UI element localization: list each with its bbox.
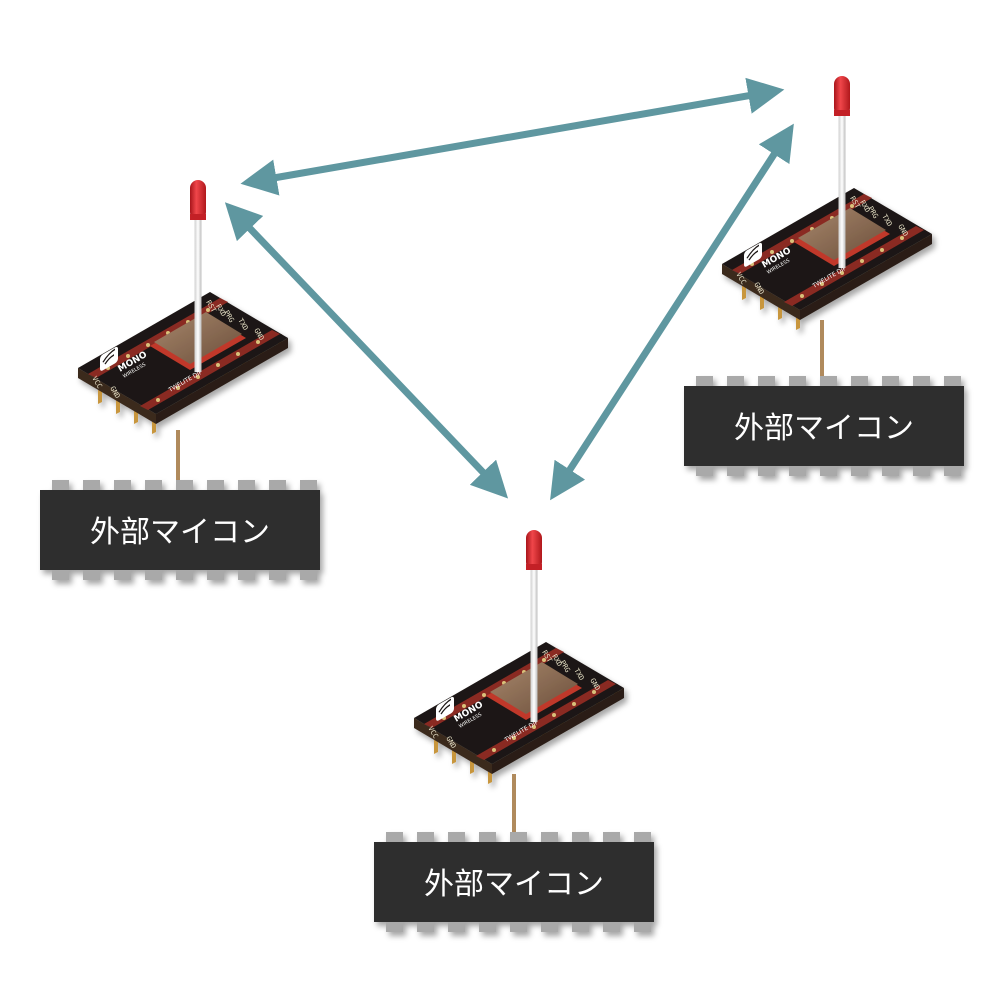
mcu-chip: 外部マイコン: [40, 480, 320, 580]
node-right: MONO WIRELESS TWELITE DIP RST PRG RXD TX…: [684, 76, 964, 476]
twelite-module: MONO WIRELESS TWELITE DIP RST PRG RXD TX…: [413, 641, 625, 785]
links: [224, 77, 794, 501]
link-left-bottom: [224, 202, 509, 499]
mcu-chip: 外部マイコン: [684, 376, 964, 476]
node-bottom: MONO WIRELESS TWELITE DIP RST PRG RXD TX…: [374, 530, 654, 932]
node-left: MONO WIRELESS TWELITE DIP RST PRG RXD TX…: [40, 180, 320, 580]
link-left-right: [240, 77, 785, 196]
mcu-label: 外部マイコン: [734, 411, 914, 446]
link-right-bottom: [550, 123, 794, 501]
mcu-label: 外部マイコン: [424, 867, 604, 902]
mcu-label: 外部マイコン: [90, 515, 270, 550]
twelite-module: MONO WIRELESS TWELITE DIP RST PRG RXD TX…: [721, 187, 933, 331]
mcu-chip: 外部マイコン: [374, 832, 654, 932]
twelite-module: MONO WIRELESS TWELITE DIP RST PRG RXD TX…: [77, 291, 289, 435]
